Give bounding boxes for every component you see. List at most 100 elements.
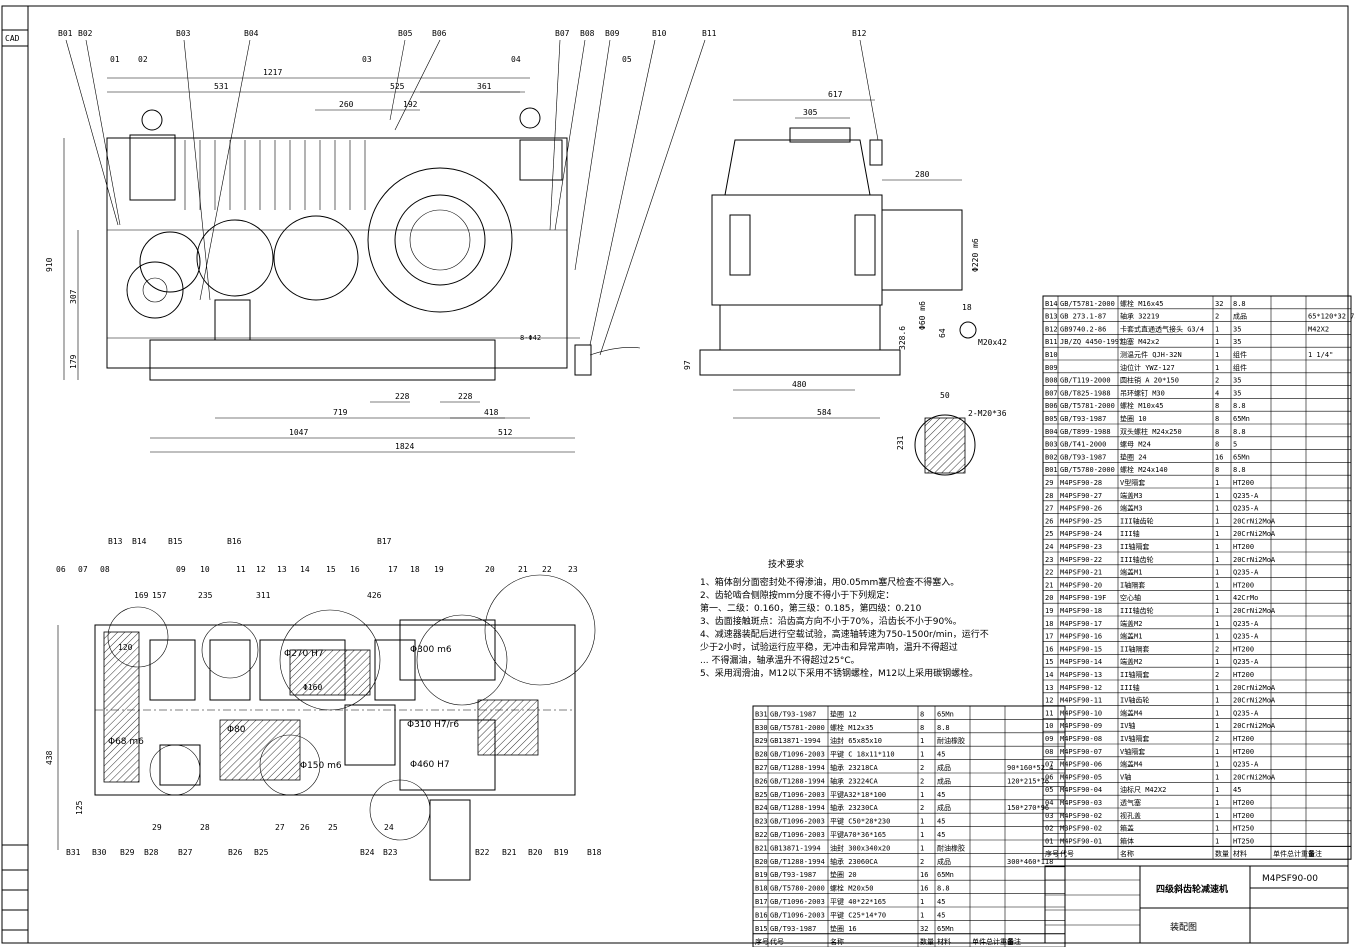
table-cell: 8 bbox=[920, 724, 924, 732]
svg-text:438: 438 bbox=[45, 750, 54, 765]
table-cell: 耐油橡胶 bbox=[937, 736, 965, 745]
table-cell: M4PSF90-11 bbox=[1060, 697, 1102, 705]
table-cell: B25 bbox=[755, 791, 768, 799]
table-cell: B18 bbox=[755, 885, 768, 893]
cad-label: CAD bbox=[5, 34, 20, 43]
table-cell: 卡套式直通透气接头 G3/4 bbox=[1120, 324, 1204, 333]
table-cell: M4PSF90-19F bbox=[1060, 594, 1106, 602]
table-header-cell: 名称 bbox=[830, 937, 844, 946]
table-cell: B01 bbox=[1045, 466, 1058, 474]
table-header-cell: 备注 bbox=[1007, 937, 1021, 946]
table-cell: 视孔盖 bbox=[1120, 811, 1141, 820]
table-cell: 13 bbox=[1045, 684, 1053, 692]
table-cell: 03 bbox=[1045, 812, 1053, 820]
table-cell: 27 bbox=[1045, 505, 1053, 513]
table-cell: 65Mn bbox=[1233, 453, 1250, 461]
svg-text:04: 04 bbox=[511, 55, 521, 64]
table-cell: III轴 bbox=[1120, 683, 1140, 692]
svg-text:25: 25 bbox=[328, 823, 338, 832]
table-cell: 螺栓 M10x45 bbox=[1120, 401, 1164, 410]
table-cell: GB/T1096-2003 bbox=[770, 898, 825, 906]
table-cell: 24 bbox=[1045, 543, 1053, 551]
table-cell: 垫圈 24 bbox=[1120, 452, 1147, 461]
table-cell: 65Mn bbox=[937, 710, 954, 718]
table-cell: 8.8 bbox=[1233, 402, 1246, 410]
table-cell: 20CrNi2MoA bbox=[1233, 530, 1276, 538]
svg-text:B04: B04 bbox=[244, 29, 259, 38]
svg-text:M20x42: M20x42 bbox=[978, 338, 1007, 347]
table-cell: GB/T5780-2000 bbox=[770, 885, 825, 893]
table-cell: 双头螺柱 M24x250 bbox=[1120, 427, 1182, 436]
table-cell: 1 bbox=[920, 818, 924, 826]
section-view-callouts: 06 07 08 B13 B14 B15 169 B16 09 10 11 12… bbox=[56, 537, 602, 857]
table-cell: B04 bbox=[1045, 428, 1058, 436]
svg-text:3、齿面接触斑点：沿齿高方向不小于70%，沿齿长不小于90%: 3、齿面接触斑点：沿齿高方向不小于70%，沿齿长不小于90%。 bbox=[700, 615, 962, 627]
table-cell: 1 bbox=[1215, 543, 1219, 551]
table-cell: M4PSF90-18 bbox=[1060, 607, 1102, 615]
table-cell: 2 bbox=[1215, 313, 1219, 321]
table-cell: 箱体 bbox=[1120, 836, 1134, 845]
table-cell: 1 bbox=[1215, 620, 1219, 628]
svg-text:B06: B06 bbox=[432, 29, 447, 38]
table-cell: M4PSF90-26 bbox=[1060, 505, 1102, 513]
table-cell: M4PSF90-23 bbox=[1060, 543, 1102, 551]
svg-text:5、采用润滑油，M12以下采用不锈钢螺栓，M12以上采用碳钢: 5、采用润滑油，M12以下采用不锈钢螺栓，M12以上采用碳钢螺栓。 bbox=[700, 667, 978, 679]
table-cell: GB/T93-1987 bbox=[770, 871, 816, 879]
table-cell: 07 bbox=[1045, 761, 1053, 769]
table-cell: III轴 bbox=[1120, 529, 1140, 538]
table-cell: 1 bbox=[1215, 505, 1219, 513]
svg-text:12: 12 bbox=[256, 565, 266, 574]
table-cell: B29 bbox=[755, 737, 768, 745]
table-cell: B08 bbox=[1045, 377, 1058, 385]
svg-text:B12: B12 bbox=[852, 29, 867, 38]
table-cell: 1 bbox=[1215, 492, 1219, 500]
table-cell: 16 bbox=[920, 885, 928, 893]
table-cell: 28 bbox=[1045, 492, 1053, 500]
table-cell: 2 bbox=[1215, 645, 1219, 653]
svg-text:120: 120 bbox=[118, 643, 133, 652]
svg-text:512: 512 bbox=[498, 428, 513, 437]
svg-text:B05: B05 bbox=[398, 29, 413, 38]
table-cell: 1 bbox=[1215, 338, 1219, 346]
table-header-cell: 材料 bbox=[1233, 849, 1247, 858]
svg-text:Φ60 m6: Φ60 m6 bbox=[918, 301, 927, 330]
svg-text:B10: B10 bbox=[652, 29, 667, 38]
table-cell: 2 bbox=[920, 777, 924, 785]
table-cell: M4PSF90-03 bbox=[1060, 799, 1102, 807]
table-cell: 01 bbox=[1045, 837, 1053, 845]
table-cell: 32 bbox=[1215, 300, 1223, 308]
table-cell: GB/T1096-2003 bbox=[770, 831, 825, 839]
svg-text:17: 17 bbox=[388, 565, 398, 574]
svg-text:28: 28 bbox=[200, 823, 210, 832]
binding-strip bbox=[1, 5, 29, 944]
table-cell: GB13871-1994 bbox=[770, 737, 821, 745]
table-cell: 18 bbox=[1045, 620, 1053, 628]
table-cell: 1 bbox=[1215, 799, 1219, 807]
table-cell: 16 bbox=[1045, 645, 1053, 653]
table-cell: GB/T5780-2000 bbox=[1060, 466, 1115, 474]
table-cell: B22 bbox=[755, 831, 768, 839]
table-cell: GB/T5781-2000 bbox=[770, 724, 825, 732]
table-header-cell: 代号 bbox=[1060, 849, 1074, 858]
svg-text:16: 16 bbox=[350, 565, 360, 574]
svg-text:26: 26 bbox=[300, 823, 310, 832]
table-cell: 油封 65x85x10 bbox=[830, 736, 882, 745]
table-header-cell: 数量 bbox=[920, 937, 934, 946]
svg-text:231: 231 bbox=[896, 435, 905, 450]
table-cell: 35 bbox=[1233, 338, 1241, 346]
